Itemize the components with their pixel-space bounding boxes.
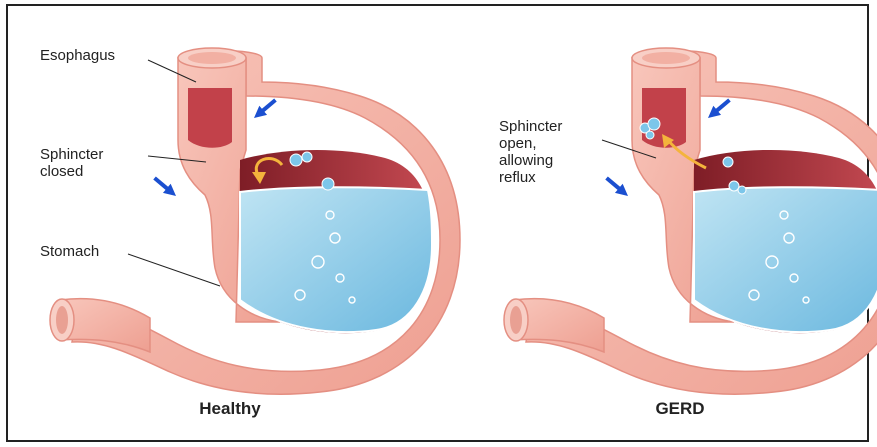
esophagus-label: Esophagus xyxy=(40,47,115,64)
pressure-arrow-icon xyxy=(603,173,632,200)
healthy-stomach-illustration xyxy=(50,48,460,394)
pressure-arrow-icon xyxy=(151,173,180,200)
healthy-caption: Healthy xyxy=(170,399,290,419)
sphincter-open-label: Sphincter open, allowing reflux xyxy=(499,118,562,186)
gerd-stomach-illustration xyxy=(504,48,877,394)
stomach-leader-line xyxy=(128,254,220,286)
sphincter-closed-label: Sphincter closed xyxy=(40,146,103,180)
pressure-arrow-icon xyxy=(250,95,279,122)
pressure-arrow-icon xyxy=(704,95,733,122)
stomach-label: Stomach xyxy=(40,243,99,260)
gerd-caption: GERD xyxy=(620,399,740,419)
